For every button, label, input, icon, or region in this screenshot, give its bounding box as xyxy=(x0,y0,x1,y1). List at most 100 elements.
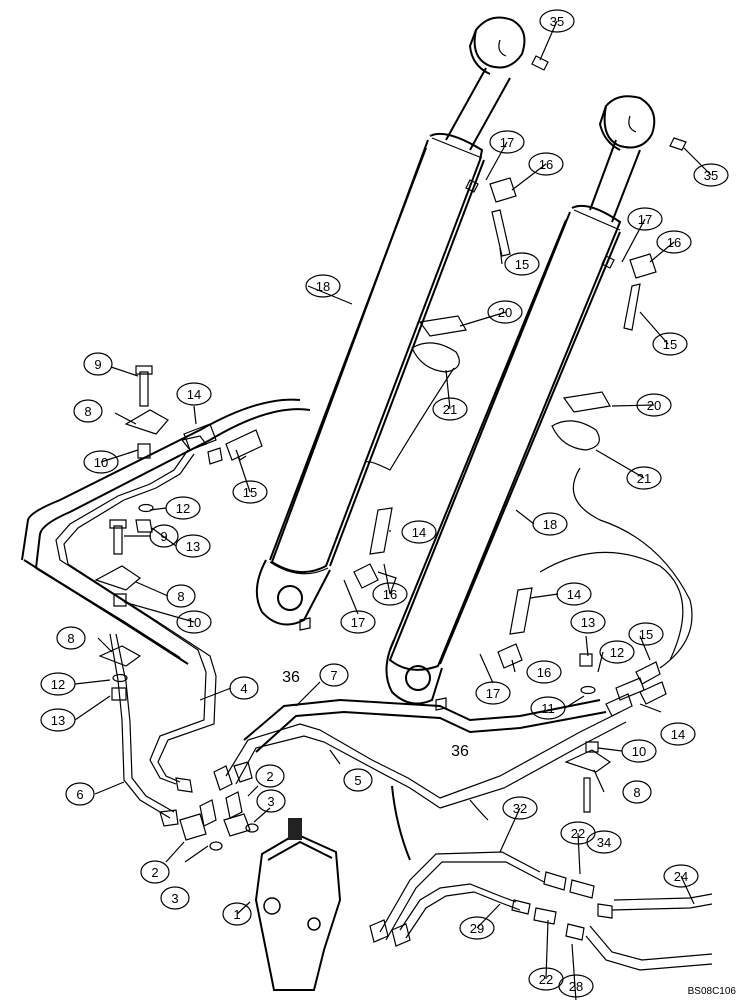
callout-4: 4 xyxy=(229,676,259,700)
svg-text:14: 14 xyxy=(412,525,426,540)
tube-assembly-left xyxy=(21,398,311,827)
callout-13: 13 xyxy=(175,534,211,558)
callout-17: 17 xyxy=(489,130,525,154)
callout-18: 18 xyxy=(305,274,341,298)
callout-15: 15 xyxy=(652,332,688,356)
callout-3: 3 xyxy=(160,886,190,910)
callout-17: 17 xyxy=(627,207,663,231)
svg-text:18: 18 xyxy=(316,279,330,294)
svg-text:21: 21 xyxy=(637,471,651,486)
svg-text:4: 4 xyxy=(240,681,247,696)
callout-13: 13 xyxy=(570,610,606,634)
callout-16: 16 xyxy=(656,230,692,254)
svg-text:36: 36 xyxy=(451,743,469,760)
svg-text:10: 10 xyxy=(94,455,108,470)
callout-10: 10 xyxy=(83,450,119,474)
svg-text:8: 8 xyxy=(84,404,91,419)
callout-16: 16 xyxy=(372,582,408,606)
svg-text:14: 14 xyxy=(187,387,201,402)
callout-8: 8 xyxy=(56,626,86,650)
svg-text:11: 11 xyxy=(541,701,555,716)
callout-14: 14 xyxy=(401,520,437,544)
callout-3: 3 xyxy=(256,789,286,813)
svg-text:12: 12 xyxy=(610,645,624,660)
svg-text:24: 24 xyxy=(674,869,688,884)
callout-6: 6 xyxy=(65,782,95,806)
callout-16: 16 xyxy=(526,660,562,684)
callout-2: 2 xyxy=(140,860,170,884)
hardware-right xyxy=(299,55,687,813)
direction-arrow xyxy=(391,785,411,861)
svg-text:8: 8 xyxy=(633,785,640,800)
callout-11: 11 xyxy=(530,696,566,720)
callout-8: 8 xyxy=(73,399,103,423)
svg-text:17: 17 xyxy=(500,135,514,150)
cylinder-right xyxy=(385,95,656,705)
callout-9: 9 xyxy=(83,352,113,376)
svg-text:12: 12 xyxy=(51,677,65,692)
hardware-left xyxy=(94,365,169,701)
svg-text:8: 8 xyxy=(177,589,184,604)
callout-36: 36 xyxy=(451,743,469,760)
svg-text:9: 9 xyxy=(160,529,167,544)
callout-17: 17 xyxy=(475,681,511,705)
svg-text:3: 3 xyxy=(267,794,274,809)
callout-20: 20 xyxy=(636,393,672,417)
svg-text:35: 35 xyxy=(550,14,564,29)
svg-text:15: 15 xyxy=(663,337,677,352)
callout-15: 15 xyxy=(504,252,540,276)
callout-36: 36 xyxy=(282,669,300,686)
callout-22: 22 xyxy=(528,967,564,991)
callout-17: 17 xyxy=(340,610,376,634)
callout-1: 1 xyxy=(222,902,252,926)
callout-35: 35 xyxy=(539,9,575,33)
svg-text:14: 14 xyxy=(567,587,581,602)
svg-text:20: 20 xyxy=(498,305,512,320)
svg-text:2: 2 xyxy=(151,865,158,880)
svg-text:15: 15 xyxy=(515,257,529,272)
callout-12: 12 xyxy=(165,496,201,520)
svg-text:18: 18 xyxy=(543,517,557,532)
svg-text:8: 8 xyxy=(67,631,74,646)
callout-7: 7 xyxy=(319,663,349,687)
callout-34: 34 xyxy=(586,830,622,854)
callout-5: 5 xyxy=(343,768,373,792)
callout-9: 9 xyxy=(149,524,179,548)
callout-8: 8 xyxy=(166,584,196,608)
tube-assembly-lower xyxy=(369,851,713,971)
svg-text:3: 3 xyxy=(171,891,178,906)
svg-text:16: 16 xyxy=(539,157,553,172)
valve-fittings xyxy=(179,791,259,851)
callout-15: 15 xyxy=(628,622,664,646)
cylinder-left xyxy=(255,16,526,626)
callout-21: 21 xyxy=(432,397,468,421)
callout-35: 35 xyxy=(693,163,729,187)
control-valve xyxy=(254,818,342,991)
svg-text:16: 16 xyxy=(667,235,681,250)
svg-text:21: 21 xyxy=(443,402,457,417)
svg-text:28: 28 xyxy=(569,979,583,994)
callout-32: 32 xyxy=(502,796,538,820)
callout-2: 2 xyxy=(255,764,285,788)
svg-text:13: 13 xyxy=(186,539,200,554)
svg-text:16: 16 xyxy=(537,665,551,680)
svg-text:15: 15 xyxy=(639,627,653,642)
svg-text:20: 20 xyxy=(647,398,661,413)
callout-29: 29 xyxy=(459,916,495,940)
svg-text:35: 35 xyxy=(704,168,718,183)
svg-text:22: 22 xyxy=(539,972,553,987)
svg-text:22: 22 xyxy=(571,826,585,841)
svg-text:7: 7 xyxy=(330,668,337,683)
svg-text:13: 13 xyxy=(51,713,65,728)
callout-28: 28 xyxy=(558,974,594,998)
svg-text:13: 13 xyxy=(581,615,595,630)
callout-12: 12 xyxy=(599,640,635,664)
svg-text:36: 36 xyxy=(282,669,300,686)
svg-text:17: 17 xyxy=(638,212,652,227)
callout-13: 13 xyxy=(40,708,76,732)
callout-12: 12 xyxy=(40,672,76,696)
callout-10: 10 xyxy=(621,739,657,763)
tube-assembly-right xyxy=(213,467,693,821)
svg-text:14: 14 xyxy=(671,727,685,742)
